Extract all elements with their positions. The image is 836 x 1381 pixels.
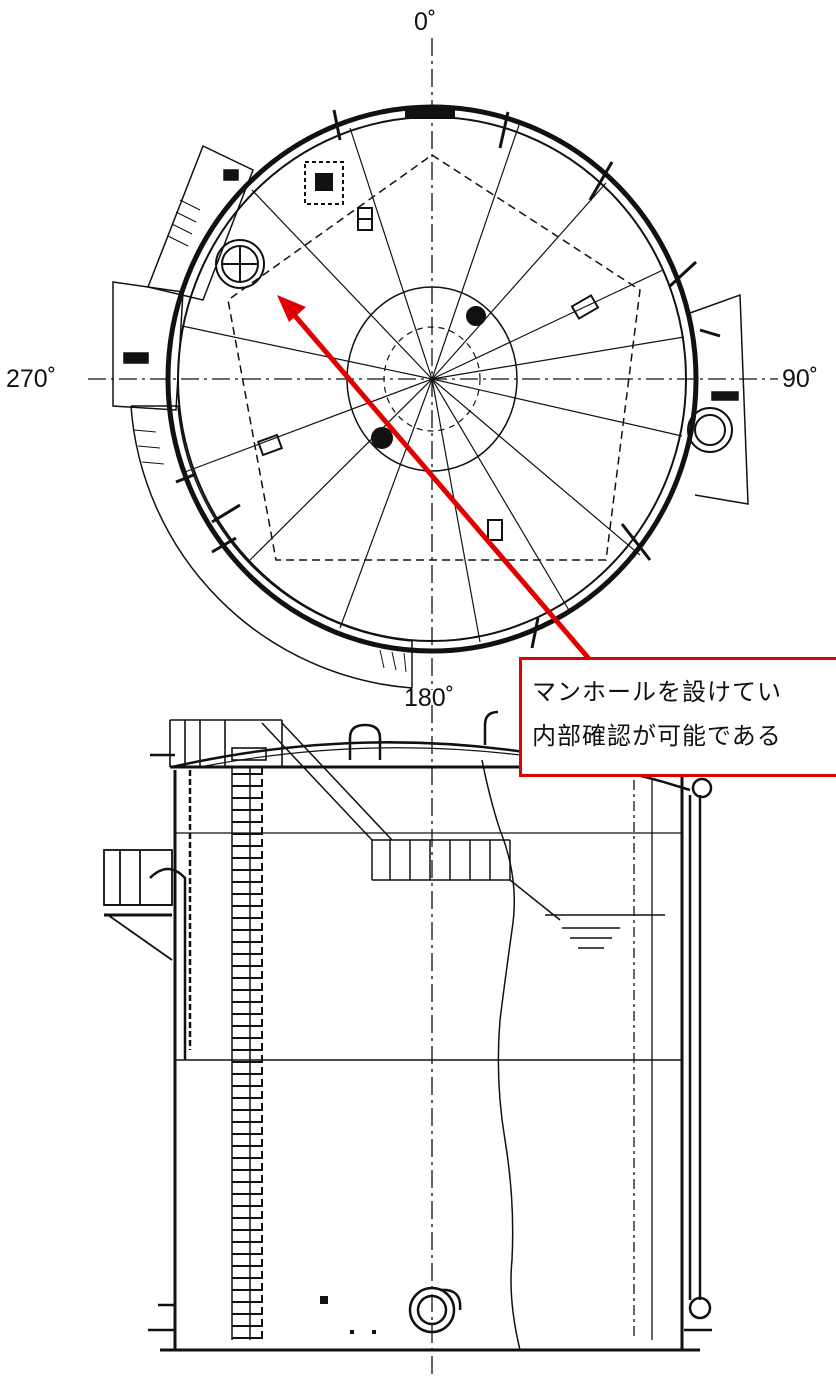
angle-label-180: 180˚ <box>404 684 455 712</box>
shell-nozzles <box>175 109 721 649</box>
manhole-icon <box>215 239 265 289</box>
ladder <box>232 767 262 1340</box>
roof-stair <box>231 722 561 1340</box>
center-lines <box>88 38 778 690</box>
shell-nozzles-elevation <box>148 770 192 1332</box>
elevation-view <box>103 705 713 1375</box>
plan-view <box>88 38 778 690</box>
cutaway-line <box>481 759 521 1351</box>
angle-label-90: 90˚ <box>782 365 819 393</box>
side-platform <box>103 849 187 1060</box>
roof-nozzles <box>256 107 600 541</box>
upper-left-platform <box>146 144 254 301</box>
left-platform <box>112 281 184 411</box>
angle-label-0: 0˚ <box>414 8 437 36</box>
callout-line-2: 内部確認が可能である <box>532 722 782 750</box>
angle-label-270: 270˚ <box>6 365 57 393</box>
side-pipe <box>684 777 713 1332</box>
roof-handrail <box>169 719 283 767</box>
roof-rafters <box>181 124 685 643</box>
right-platform <box>689 293 749 505</box>
callout-box: マンホールを設けてい 内部確認が可能である <box>519 657 836 777</box>
callout-line-1: マンホールを設けてい <box>532 678 782 706</box>
roof-framing-dashed <box>227 154 641 561</box>
manhole-right-icon <box>687 407 733 453</box>
bottom-manhole-icon <box>408 1286 462 1334</box>
liquid-level <box>545 914 665 949</box>
arrow-icon <box>277 295 592 662</box>
